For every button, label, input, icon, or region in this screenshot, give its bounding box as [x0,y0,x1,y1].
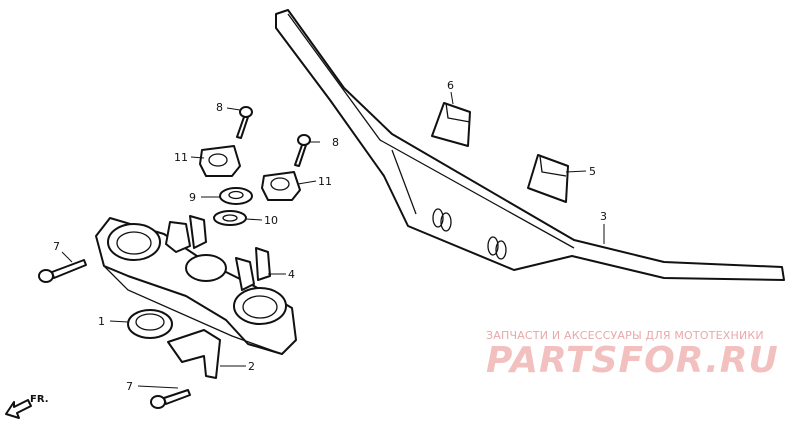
watermark-brand: PARTSFOR.RU [486,340,779,381]
direction-label: FR. [30,394,49,405]
callout-11-left: 11 [174,151,188,164]
callout-9: 9 [189,191,196,204]
pinch-bolt-upper [38,259,87,283]
callout-7-upper: 7 [53,240,60,253]
holder-bolt-left [236,106,253,139]
callout-11-right: 11 [318,175,332,188]
washer [213,210,247,226]
callout-8-left: 8 [216,101,223,114]
callout-4: 4 [288,268,295,281]
watermark-subtitle: ЗАПЧАСТИ И АКСЕССУАРЫ ДЛЯ МОТОТЕХНИКИ [486,329,764,342]
front-direction-indicator: FR. [5,394,49,419]
callout-2: 2 [248,360,255,373]
callout-3: 3 [600,210,607,223]
callout-6: 6 [447,79,454,92]
callout-10: 10 [264,214,278,227]
bearing-ring [127,309,173,339]
handlebar-holder-right [261,171,301,201]
clamp-pad-5 [527,154,569,203]
handlebar [275,9,785,281]
handlebar-holder-left [199,145,241,177]
top-bridge [95,215,297,355]
callout-1: 1 [98,315,105,328]
pinch-bolt-lower [150,389,191,409]
clamp-pad-6 [431,102,471,147]
callout-5: 5 [589,165,596,178]
holder-bolt-right [294,134,311,167]
callout-7-lower: 7 [126,380,133,393]
callout-8-right: 8 [332,136,339,149]
arrow-icon [5,399,32,419]
cable-bracket [167,329,221,379]
stem-nut [219,187,253,205]
leader-lines [61,91,605,389]
